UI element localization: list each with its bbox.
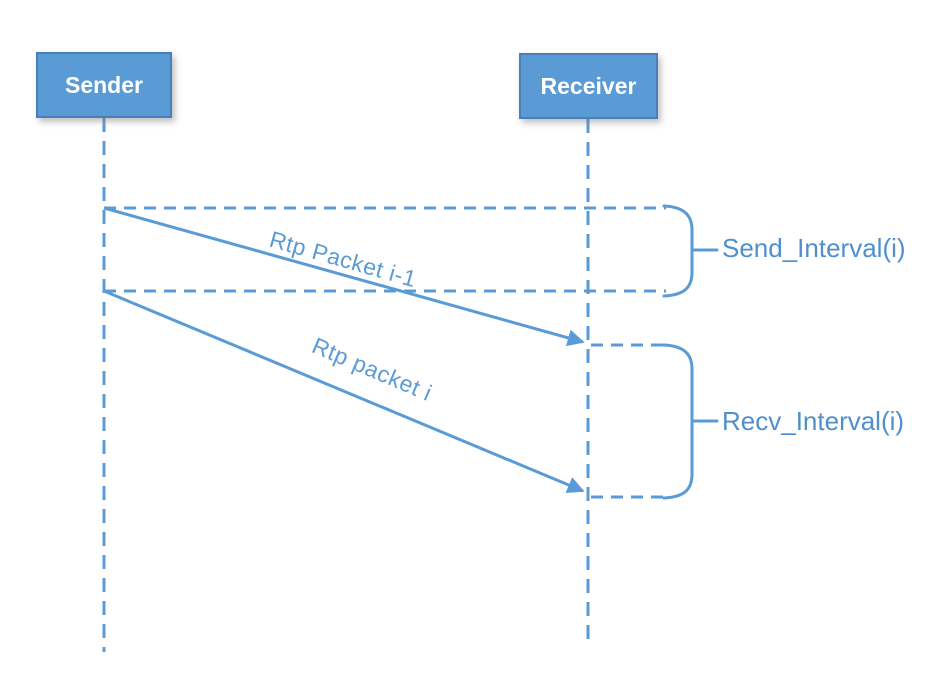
message-arrow-rtp-packet-i [103, 289, 585, 493]
message-arrow-rtp-packet-i-1 [103, 206, 585, 347]
recv-interval-label: Recv_Interval(i) [722, 406, 905, 436]
send-interval-label: Send_Interval(i) [722, 233, 906, 263]
actor-label-sender: Sender [65, 71, 143, 98]
actor-box-receiver: Receiver [519, 53, 658, 119]
actor-label-receiver: Receiver [540, 72, 637, 99]
recv-interval-brace [662, 343, 694, 500]
send-interval-brace [662, 204, 694, 298]
actor-box-sender: Sender [36, 52, 172, 118]
